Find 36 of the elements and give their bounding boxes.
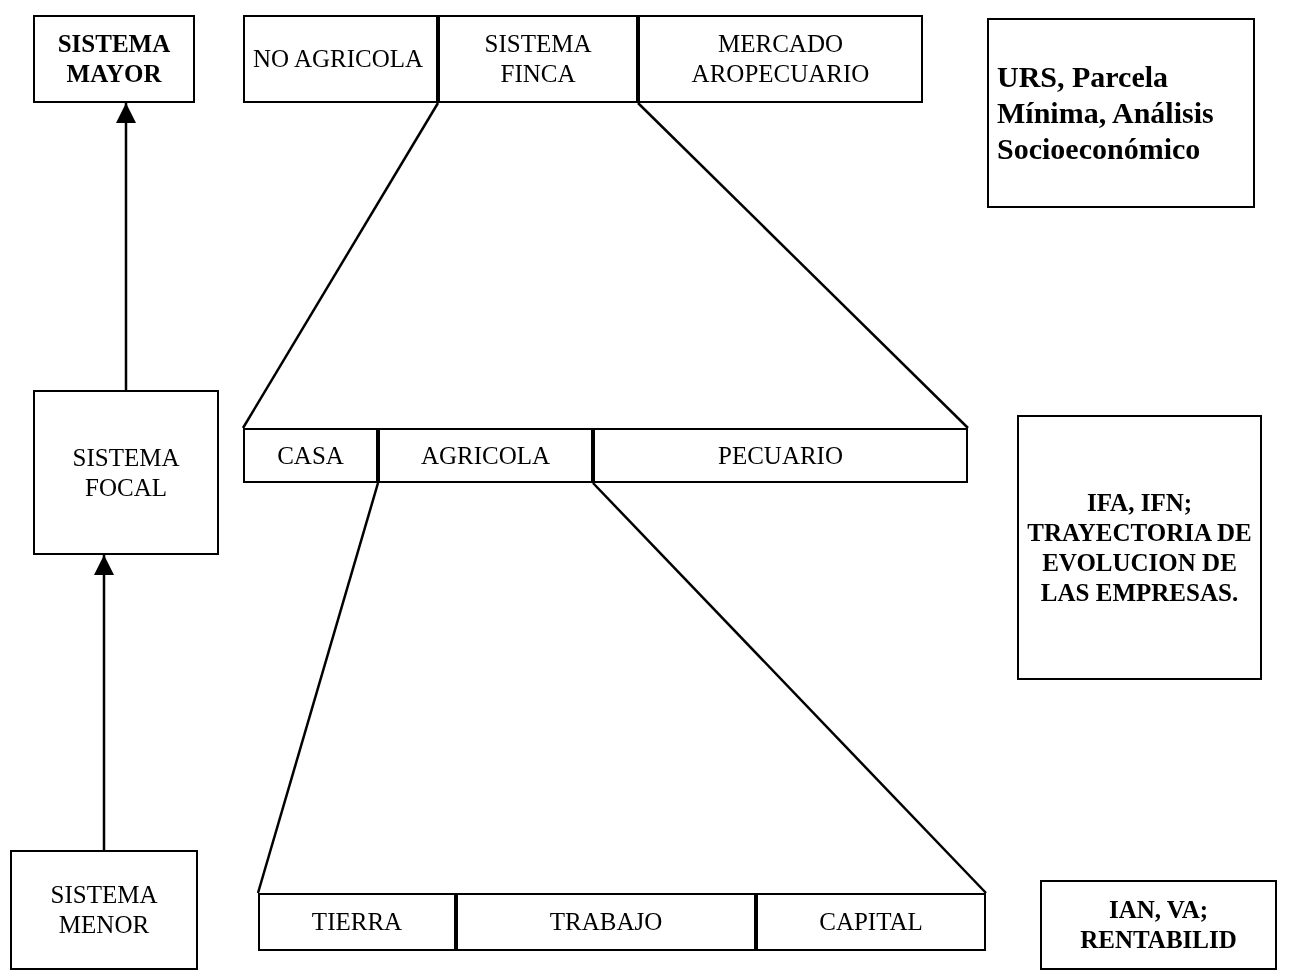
category-cell (243, 15, 438, 103)
connector-line (241, 102, 440, 429)
node-label: IFA, IFN; TRAYECTORIA DE EVOLUCION DE LAS EMPRESAS. (1027, 487, 1252, 608)
node-label: CAPITAL (819, 907, 923, 937)
connector-line (592, 482, 987, 894)
node-label: MERCADO AROPECUARIO (690, 29, 871, 89)
category-cell (456, 893, 756, 951)
node-label: SISTEMA MENOR (49, 880, 159, 940)
category-cell (378, 428, 593, 483)
note-box (1040, 880, 1277, 970)
category-cell (756, 893, 986, 951)
node-label: SISTEMA FOCAL (71, 442, 181, 503)
category-cell (638, 15, 923, 103)
system-level-box (10, 850, 198, 970)
system-level-box (33, 390, 219, 555)
node-label: TIERRA (311, 907, 403, 937)
connector-line (256, 482, 380, 894)
arrow (94, 555, 114, 850)
note-box (987, 18, 1255, 208)
node-label: TRABAJO (549, 907, 663, 937)
note-box (1017, 415, 1262, 680)
node-label: SISTEMA FINCA (483, 29, 593, 89)
arrow (116, 103, 136, 390)
category-cell (243, 428, 378, 483)
node-label: PECUARIO (718, 440, 843, 471)
node-label: NO AGRICOLA (253, 44, 424, 74)
node-label: AGRICOLA (420, 440, 551, 471)
category-cell (593, 428, 968, 483)
node-label: URS, Parcela Mínima, Análisis Socioeconómico (997, 59, 1215, 167)
node-label: SISTEMA MAYOR (56, 29, 172, 89)
node-label: IAN, VA; RENTABILID (1079, 895, 1238, 955)
category-cell (438, 15, 638, 103)
category-cell (258, 893, 456, 951)
connector-line (637, 102, 969, 429)
node-label: CASA (277, 440, 344, 471)
system-level-box (33, 15, 195, 103)
